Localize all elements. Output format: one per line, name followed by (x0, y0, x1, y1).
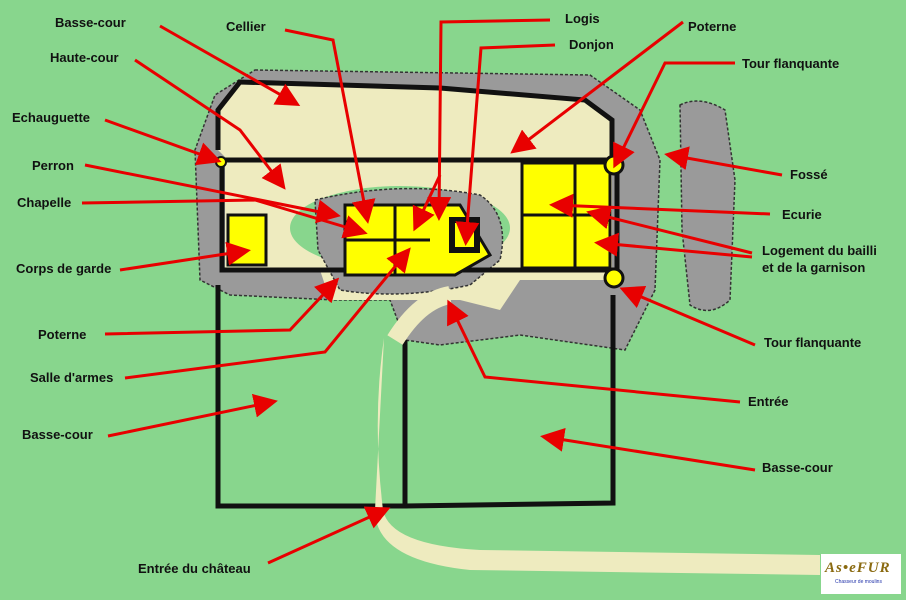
arrow-poterne-right (510, 20, 684, 154)
arrow-fosse (664, 146, 783, 177)
lower-bailey-wall-left (215, 285, 408, 509)
arrow-logement-1 (586, 205, 753, 255)
entry-stair (387, 286, 452, 345)
label-perron: Perron (32, 158, 74, 173)
label-entree: Entrée (748, 394, 788, 409)
label-cellier: Cellier (226, 19, 266, 34)
arrow-entree (447, 299, 741, 404)
arrow-cellier (284, 28, 376, 224)
label-chapelle: Chapelle (17, 195, 71, 210)
label-poterne-right: Poterne (688, 19, 736, 34)
label-fosse: Fossé (790, 167, 828, 182)
lower-bailey-wall-right (404, 295, 616, 509)
arrow-basse-cour-top (159, 24, 301, 106)
moat-fosse (679, 100, 736, 312)
label-ecurie: Ecurie (782, 207, 822, 222)
logo-subtitle: Chasseur de moulins (835, 579, 882, 585)
label-basse-cour-left: Basse-cour (22, 427, 93, 442)
label-entree-chateau: Entrée du château (138, 561, 251, 576)
arrow-entree-chateau (267, 506, 391, 565)
label-logement-line2: et de la garnison (762, 260, 865, 275)
arrow-logement-2 (594, 232, 753, 259)
arrow-echauguette (104, 118, 222, 166)
arrow-corps-de-garde (119, 241, 251, 272)
echauguette-turret (215, 156, 227, 168)
arrow-perron (84, 163, 341, 224)
corps-de-garde-building (226, 213, 268, 267)
arrow-logis-2 (412, 174, 442, 232)
tour-flanquante-top (603, 154, 625, 176)
arrow-chapelle (81, 198, 368, 239)
author-logo: As•eFUR Chasseur de moulins (821, 554, 901, 594)
arrow-salle-armes (124, 247, 411, 380)
logo-title: As•eFUR (825, 560, 891, 576)
label-haute-cour: Haute-cour (50, 50, 119, 65)
arrow-tour-flanquante-bottom (619, 285, 756, 347)
label-salle-armes: Salle d'armes (30, 370, 113, 385)
arrow-tour-flanquante-top (613, 61, 735, 169)
arrow-poterne-left (104, 277, 340, 336)
label-basse-cour-top: Basse-cour (55, 15, 126, 30)
label-echauguette: Echauguette (12, 110, 90, 125)
label-corps-de-garde: Corps de garde (16, 261, 111, 276)
arrow-donjon (455, 43, 556, 246)
arrow-logis (427, 18, 551, 221)
label-logis: Logis (565, 11, 600, 26)
label-poterne-left: Poterne (38, 327, 86, 342)
arrow-basse-cour-right (540, 427, 756, 472)
label-logement-line1: Logement du bailli (762, 243, 877, 258)
arrow-haute-cour (134, 58, 286, 190)
label-donjon: Donjon (569, 37, 614, 52)
donjon-building (449, 217, 480, 253)
arrow-basse-cour-left (107, 393, 278, 438)
castle-path (375, 338, 820, 575)
tour-flanquante-bottom (603, 267, 625, 289)
label-tour-flanquante-top: Tour flanquante (742, 56, 839, 71)
label-tour-flanquante-bottom: Tour flanquante (764, 335, 861, 350)
label-basse-cour-right: Basse-cour (762, 460, 833, 475)
